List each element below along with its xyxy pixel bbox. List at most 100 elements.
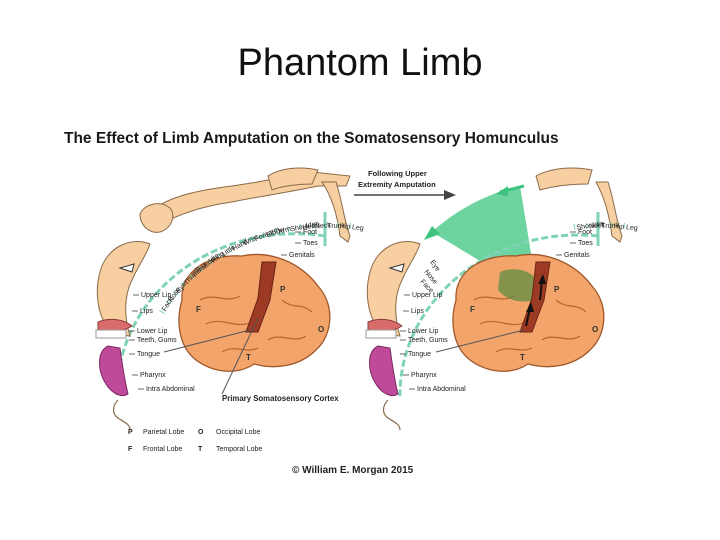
right-tongue-pointer (435, 329, 525, 353)
right-face-label: Pharynx (411, 372, 437, 379)
right-radial-label: Neck (589, 222, 606, 230)
cortex-label: Primary Somatosensory Cortex (222, 394, 339, 403)
left-homunculus-torso (267, 167, 319, 191)
right-radial-tick (623, 222, 625, 229)
slide-title: Phantom Limb (237, 42, 483, 84)
legend-name-frontal: Frontal Lobe (143, 446, 182, 453)
amputation-label-line2: Extremity Amputation (358, 180, 436, 189)
right-radial-label: Shoulder (576, 220, 605, 231)
legend-letter-parietal: P (128, 429, 133, 436)
left-face-label: Upper Lip (141, 292, 171, 299)
left-tongue-pointer (163, 329, 251, 353)
left-radial-tick (172, 291, 179, 296)
left-radial-tick (287, 226, 290, 233)
left-radial-label: Head (302, 222, 320, 231)
right-homunculus-teeth (365, 329, 397, 339)
right-face-label: Lips (411, 308, 424, 315)
right-lobe-temporal: T (520, 353, 525, 362)
legend-name-temporal: Temporal Lobe (216, 446, 262, 453)
left-lobe-parietal: P (280, 285, 286, 294)
remapping-arrow-left (424, 226, 440, 240)
left-radial-tick (180, 282, 186, 288)
right-radial-tick (586, 222, 588, 229)
left-radial-tick (158, 310, 165, 314)
right-remap-arrowhead-2 (526, 302, 534, 312)
right-lobe-frontal: F (470, 305, 475, 314)
left-homunculus-hand (139, 203, 174, 233)
left-face-label: Intra Abdominal (146, 386, 195, 393)
amputation-arrowhead (444, 190, 456, 200)
right-panel (365, 167, 623, 431)
left-homunculus-leg (321, 181, 351, 243)
left-panel (95, 167, 351, 431)
legend-name-parietal: Parietal Lobe (143, 429, 184, 436)
left-cortex-strip (245, 261, 277, 333)
left-radial-tick (239, 241, 244, 247)
right-radial-tick (573, 223, 576, 231)
right-face-label: Lower Lip (408, 328, 438, 335)
right-radial-label: Hip (614, 223, 625, 230)
lobe-legend: P Parietal Lobe O Occipital Lobe F Front… (128, 429, 262, 453)
right-homunculus-eye (388, 263, 405, 273)
left-homunculus-arm (149, 171, 351, 227)
left-radial-label: Arm (278, 226, 292, 236)
right-face-label: Upper Lip (412, 292, 442, 299)
left-lobe-occipital: O (318, 325, 324, 334)
left-radial-tick (198, 266, 203, 272)
figure-title: The Effect of Limb Amputation on the Som… (64, 130, 559, 147)
legend-letter-occipital: O (198, 429, 204, 436)
left-homunculus-torso-outline (112, 399, 131, 431)
left-radial-tick (218, 252, 223, 259)
right-side-label: Foot (578, 229, 592, 236)
left-lobe-temporal: T (246, 353, 251, 362)
left-face-label: Teeth, Gums (137, 337, 177, 344)
left-brain-folds (199, 295, 313, 353)
legend-name-occipital: Occipital Lobe (216, 429, 260, 436)
right-side-label: Toes (578, 240, 593, 247)
right-homunculus-torso-outline (382, 399, 401, 431)
left-radial-tick (349, 222, 351, 229)
left-radial-tick (251, 236, 255, 243)
amputation-label-line1: Following Upper (368, 169, 427, 178)
left-radial-label: Hip (340, 223, 351, 230)
left-radial-tick (312, 222, 314, 229)
left-face-label: Pharynx (140, 372, 166, 379)
right-face-label: Intra Abdominal (417, 386, 466, 393)
left-homunculus-teeth (95, 329, 127, 339)
right-side-label: Genitals (564, 252, 590, 259)
right-brain-folds (473, 295, 587, 353)
left-lobe-frontal: F (196, 305, 201, 314)
left-radial-tick (228, 246, 233, 253)
left-homunculus-pharynx (99, 345, 129, 397)
left-radial-tick (299, 223, 302, 231)
left-face-label: Tongue (137, 351, 160, 358)
right-radial-label: Trunk (601, 223, 619, 230)
left-side-label: Toes (303, 240, 318, 247)
left-cortex-pointer (221, 317, 259, 395)
left-radial-tick (165, 300, 172, 305)
right-face-label: Teeth, Gums (408, 337, 448, 344)
legend-letter-temporal: T (198, 446, 203, 453)
left-radial-label: Leg (352, 224, 364, 232)
legend-letter-frontal: F (128, 446, 133, 453)
right-lobe-occipital: O (592, 325, 598, 334)
left-radial-tick (262, 232, 266, 239)
left-radial-tick (189, 274, 195, 280)
left-radial-tick (274, 228, 278, 235)
left-radial-tick (207, 259, 213, 265)
right-homunculus-arc (398, 233, 599, 397)
right-homunculus-torso (535, 167, 593, 191)
left-radial-label: Neck (315, 222, 332, 230)
right-remap-arrowhead-1 (538, 274, 546, 284)
right-face-label: Tongue (408, 351, 431, 358)
credit-text: © William E. Morgan 2015 (292, 465, 414, 476)
right-overlap-region (498, 269, 538, 302)
left-side-label: Foot (303, 229, 317, 236)
left-face-label: Lips (140, 308, 153, 315)
remapping-arrow-top (496, 186, 508, 196)
